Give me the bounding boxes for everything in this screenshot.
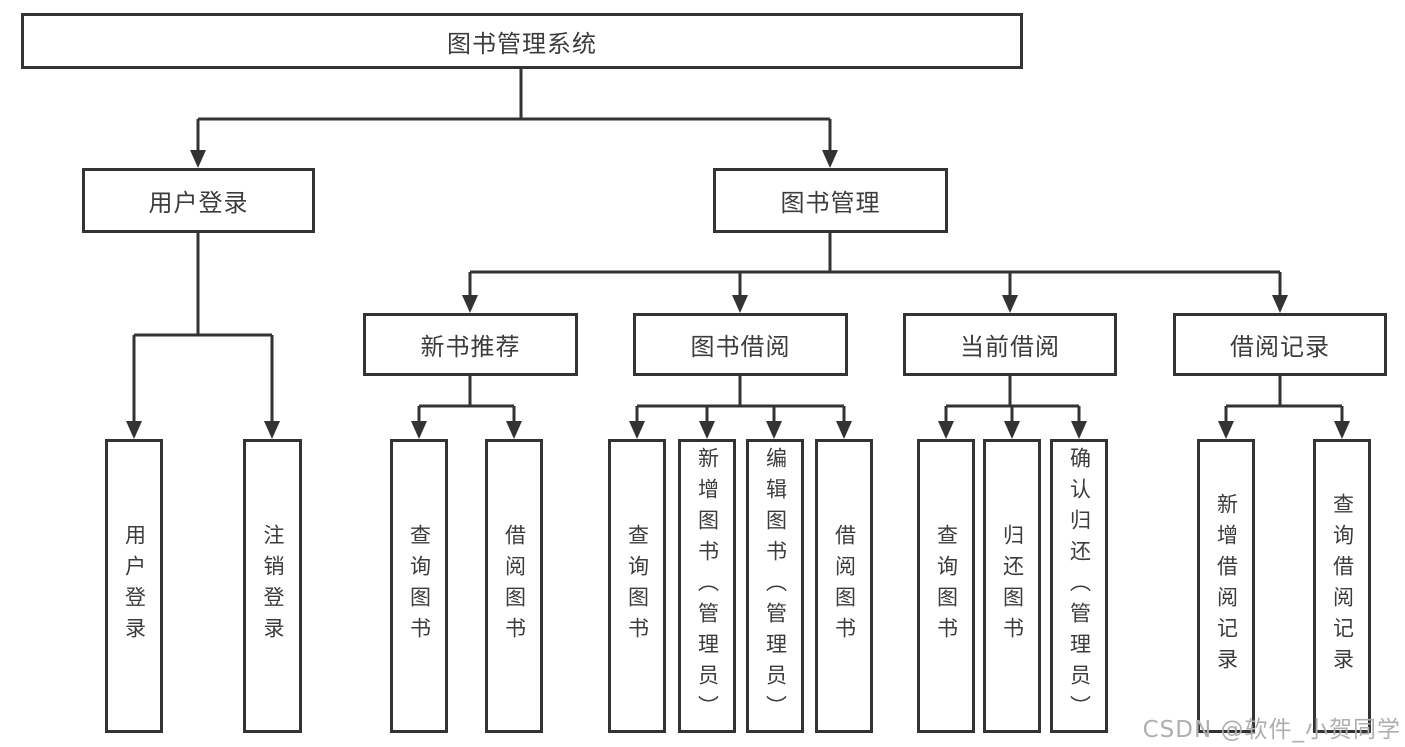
leaf-confirm-return-admin: 确认归还（管理员） — [1050, 439, 1108, 733]
node-new-book-recommend: 新书推荐 — [363, 313, 578, 376]
leaf-borrow-books-recommend: 借阅图书 — [485, 439, 543, 733]
watermark: CSDN @软件_小贺同学 — [1142, 717, 1401, 743]
leaf-user-login: 用户登录 — [105, 439, 163, 733]
leaf-add-book-admin: 新增图书（管理员） — [678, 439, 736, 733]
node-book-management: 图书管理 — [713, 168, 948, 233]
leaf-query-borrow-record: 查询借阅记录 — [1313, 439, 1371, 733]
node-root: 图书管理系统 — [21, 13, 1023, 69]
node-user-login: 用户登录 — [82, 168, 315, 233]
node-borrowing-records: 借阅记录 — [1173, 313, 1387, 376]
leaf-query-books-recommend: 查询图书 — [390, 439, 448, 733]
leaf-query-books-current: 查询图书 — [917, 439, 975, 733]
leaf-logout: 注销登录 — [243, 439, 302, 733]
leaf-add-borrow-record: 新增借阅记录 — [1197, 439, 1255, 733]
leaf-borrow-books-borrowing: 借阅图书 — [815, 439, 873, 733]
node-current-borrowing: 当前借阅 — [903, 313, 1117, 376]
leaf-edit-book-admin: 编辑图书（管理员） — [746, 439, 804, 733]
leaf-return-books: 归还图书 — [983, 439, 1041, 733]
leaf-query-books-borrowing: 查询图书 — [608, 439, 666, 733]
node-book-borrowing: 图书借阅 — [633, 313, 848, 376]
